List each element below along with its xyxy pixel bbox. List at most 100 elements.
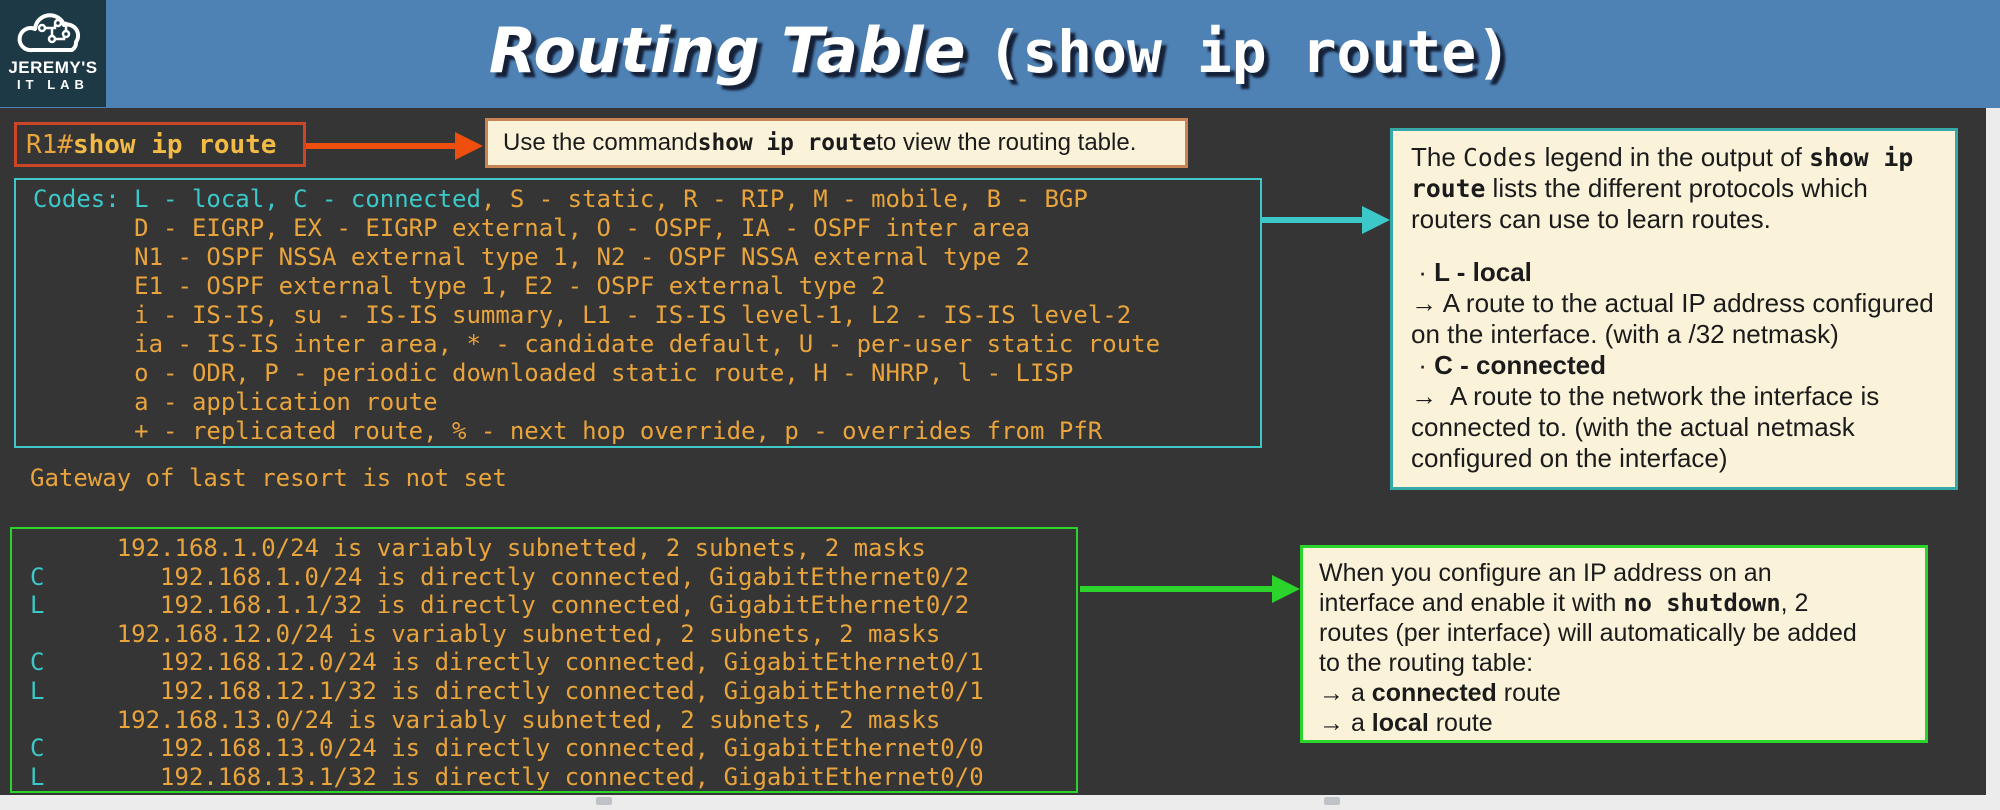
callout-text-line: · L - local [1411, 257, 1937, 288]
gateway-of-last-resort-line: Gateway of last resort is not set [30, 464, 507, 492]
terminal-line: E1 - OSPF external type 1, E2 - OSPF ext… [33, 272, 1260, 301]
text-segment: N1 - OSPF NSSA external type 1, N2 - OSP… [33, 243, 1030, 271]
text-segment: L [30, 676, 45, 705]
header-bar: Routing Table (show ip route) [0, 0, 2000, 108]
callout-text-line: The Codes legend in the output of show i… [1411, 142, 1937, 173]
terminal-line: L 192.168.13.1/32 is directly connected,… [30, 763, 1076, 792]
page-title: Routing Table (show ip route) [0, 14, 2000, 87]
text-segment: E1 - OSPF external type 1, E2 - OSPF ext… [33, 272, 886, 300]
callout-text-line: → a local route [1319, 708, 1909, 738]
text-segment: C [30, 562, 45, 591]
callout-text-line: routers can use to learn routes. [1411, 204, 1937, 235]
text-segment: The [1411, 142, 1464, 172]
terminal-line: C 192.168.12.0/24 is directly connected,… [30, 648, 1076, 677]
text-segment: show ip [1809, 143, 1914, 172]
text-segment: to the routing table: [1319, 649, 1534, 677]
text-segment: ia - IS-IS inter area, * - candidate def… [33, 330, 1161, 358]
page-title-script: Routing Table [488, 14, 988, 87]
callout-text-line: configured on the interface) [1411, 443, 1937, 474]
callout-text-line: → a connected route [1319, 678, 1909, 708]
text-segment: no shutdown [1623, 589, 1781, 617]
text-segment: i - IS-IS, su - IS-IS summary, L1 - IS-I… [33, 301, 1132, 329]
terminal-line: D - EIGRP, EX - EIGRP external, O - OSPF… [33, 214, 1260, 243]
text-segment: D - EIGRP, EX - EIGRP external, O - OSPF… [33, 214, 1030, 242]
arrow-head-icon [455, 132, 483, 160]
text-segment: o - ODR, P - periodic downloaded static … [33, 359, 1074, 387]
text-segment: connected to. (with the actual netmask [1411, 412, 1855, 442]
arrow-codes-to-callout [1262, 205, 1390, 235]
text-segment: lists the different protocols which [1485, 173, 1868, 203]
callout-text-line: on the interface. (with a /32 netmask) [1411, 319, 1937, 350]
terminal-line: N1 - OSPF NSSA external type 1, N2 - OSP… [33, 243, 1260, 272]
cutoff-artifact [1324, 797, 1340, 805]
text-segment: 192.168.13.1/32 is directly connected, G… [44, 762, 984, 791]
text-segment: to view the routing table. [876, 129, 1137, 156]
callout-codes-legend: The Codes legend in the output of show i… [1390, 128, 1958, 490]
text-segment: , S - static, R - RIP, M - mobile, B - B… [480, 185, 1088, 213]
text-segment: C [30, 648, 45, 677]
callout-text-line: to the routing table: [1319, 648, 1909, 678]
text-segment: When you configure an IP address on an [1319, 559, 1772, 587]
callout-show-ip-route: Use the command show ip route to view th… [485, 118, 1188, 168]
terminal-line: L 192.168.12.1/32 is directly connected,… [30, 677, 1076, 706]
text-segment: → A route to the network the interface i… [1411, 381, 1880, 411]
text-segment: on the interface. (with a /32 netmask) [1411, 319, 1839, 349]
text-segment: → A route to the actual IP address confi… [1411, 288, 1934, 318]
text-segment: 192.168.1.0/24 is directly connected, Gi… [44, 562, 970, 591]
text-segment: L [30, 762, 45, 791]
cutoff-artifact [596, 797, 612, 805]
terminal-line: 192.168.13.0/24 is variably subnetted, 2… [30, 706, 1076, 735]
terminal-line: C 192.168.13.0/24 is directly connected,… [30, 734, 1076, 763]
arrow-shaft [1262, 217, 1362, 223]
text-segment: show ip route [72, 129, 277, 160]
text-segment: 192.168.1.0/24 is variably subnetted, 2 … [30, 534, 926, 562]
text-segment: local [1371, 709, 1429, 737]
terminal-line: ia - IS-IS inter area, * - candidate def… [33, 330, 1260, 359]
terminal-line: 192.168.1.0/24 is variably subnetted, 2 … [30, 534, 1076, 563]
text-segment: L [30, 591, 45, 620]
callout-text-line: → A route to the network the interface i… [1411, 381, 1937, 412]
text-segment: Codes: L - local, C - connected [33, 185, 481, 213]
text-segment: 192.168.12.1/32 is directly connected, G… [44, 676, 984, 705]
arrow-head-icon [1362, 206, 1390, 234]
terminal-line: a - application route [33, 388, 1260, 417]
text-segment: → a [1319, 709, 1372, 737]
text-segment: route [1411, 174, 1486, 203]
callout-text-line: interface and enable it with no shutdown… [1319, 588, 1909, 618]
text-segment: → a [1319, 679, 1372, 707]
routing-table-box: 192.168.1.0/24 is variably subnetted, 2 … [10, 527, 1078, 793]
arrow-routes-to-callout [1080, 574, 1300, 604]
cli-command-box: R1# show ip route [14, 122, 306, 167]
logo-text-line2: IT LAB [17, 77, 89, 92]
callout-text-line: route lists the different protocols whic… [1411, 173, 1937, 204]
text-segment: legend in the output of [1537, 142, 1810, 172]
callout-text-line: → A route to the actual IP address confi… [1411, 288, 1937, 319]
text-segment: + - replicated route, % - next hop overr… [33, 417, 1103, 445]
text-segment: · [1411, 257, 1435, 287]
codes-legend-box: Codes: L - local, C - connected, S - sta… [14, 178, 1262, 448]
text-segment: C [30, 734, 45, 763]
text-segment: 192.168.12.0/24 is directly connected, G… [44, 648, 984, 677]
terminal-line: Codes: L - local, C - connected, S - sta… [33, 185, 1260, 214]
callout-text-line: connected to. (with the actual netmask [1411, 412, 1937, 443]
terminal-line: L 192.168.1.1/32 is directly connected, … [30, 591, 1076, 620]
text-segment: 192.168.13.0/24 is directly connected, G… [44, 734, 984, 763]
callout-text-line [1411, 235, 1937, 257]
arrow-shaft [306, 143, 455, 149]
text-segment: , 2 [1780, 589, 1809, 617]
text-segment: R1# [26, 129, 73, 160]
arrow-command-to-callout [306, 131, 483, 161]
text-segment: · [1411, 350, 1435, 380]
terminal-line: + - replicated route, % - next hop overr… [33, 417, 1260, 446]
text-segment: L - local [1434, 257, 1532, 287]
text-segment: interface and enable it with [1319, 589, 1624, 617]
page-title-command: (show ip route) [987, 18, 1512, 86]
arrow-shaft [1080, 586, 1272, 592]
cloud-circuit-icon [17, 13, 81, 53]
text-segment: 192.168.1.1/32 is directly connected, Gi… [44, 591, 970, 620]
callout-text-line: When you configure an IP address on an [1319, 558, 1909, 588]
text-segment: C - connected [1434, 350, 1607, 380]
terminal-line: i - IS-IS, su - IS-IS summary, L1 - IS-I… [33, 301, 1260, 330]
